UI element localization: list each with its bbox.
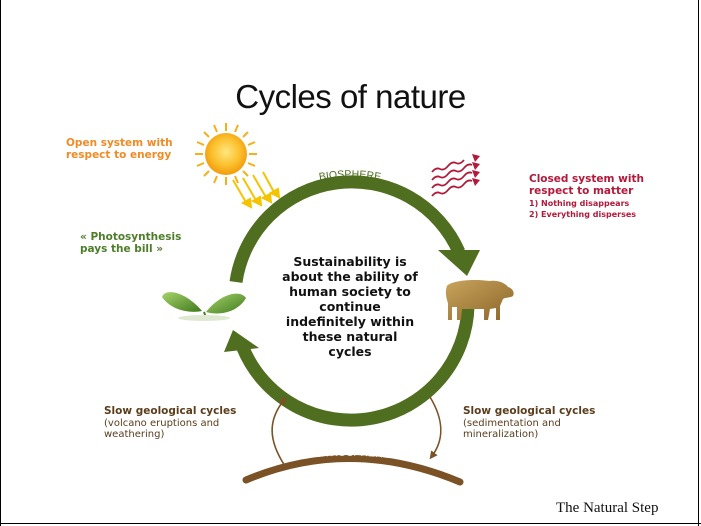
lithosphere-band [242, 455, 464, 486]
geo-right-heading: Slow geological cycles [463, 405, 596, 417]
lower-cycle-arrowhead [224, 330, 259, 352]
biosphere-arc [229, 175, 465, 283]
sunlight-rays [232, 171, 281, 209]
lower-cycle-arc [237, 305, 475, 427]
geo-right-detail-1: (sedimentation and [463, 417, 561, 429]
photosynthesis-line-1: « Photosynthesis [80, 231, 182, 243]
slide-border-bottom [0, 523, 701, 524]
geo-arrow-right [429, 396, 442, 460]
slide-border-left [0, 0, 1, 526]
center-line-4: continue [319, 299, 381, 314]
slide-border-right [698, 0, 699, 526]
heat-waves-icon [431, 154, 480, 197]
closed-system-item-1: 1) Nothing disappears [529, 198, 630, 208]
sustainability-statement: Sustainability is about the ability of h… [275, 254, 425, 359]
biosphere-arrowhead [438, 250, 480, 276]
center-line-2: about the ability of [282, 269, 418, 284]
biosphere-label-shape: BIOSPHERE [318, 168, 382, 183]
closed-system-item-2: 2) Everything disperses [529, 210, 637, 220]
center-line-1: Sustainability is [293, 254, 407, 269]
cow-icon [445, 279, 514, 320]
open-system-energy-note: Open system with respect to energy [66, 137, 173, 162]
geo-left-detail-2: weathering) [104, 428, 165, 440]
sun-icon [195, 123, 257, 185]
open-system-line-1: Open system with [66, 137, 173, 149]
closed-system-line-2: respect to matter [529, 184, 634, 197]
geo-right-detail-2: mineralization) [463, 428, 539, 440]
center-line-7: cycles [328, 344, 372, 359]
geo-left-heading: Slow geological cycles [104, 405, 237, 417]
biosphere-label: BIOSPHERE [318, 168, 382, 183]
closed-system-matter-note: Closed system with respect to matter 1) … [529, 173, 644, 221]
geo-cycles-left-note: Slow geological cycles (volcano eruption… [104, 405, 237, 440]
center-line-5: indefinitely within [285, 314, 415, 329]
leaves-icon [162, 292, 246, 321]
geo-left-detail-1: (volcano eruptions and [104, 417, 220, 429]
open-system-line-2: respect to energy [66, 148, 172, 161]
photosynthesis-line-2: pays the bill » [80, 242, 164, 255]
closed-system-line-1: Closed system with [529, 173, 644, 185]
lithosphere-label: LITHOSPHERE [315, 447, 391, 461]
geo-arrow-left [271, 396, 287, 467]
lithosphere-label-shape: LITHOSPHERE [315, 447, 391, 461]
photosynthesis-note: « Photosynthesis pays the bill » [80, 231, 182, 256]
credit-text: The Natural Step [556, 500, 659, 516]
center-line-6: these natural [302, 329, 398, 344]
center-line-3: human society to [289, 284, 411, 299]
slide-title: Cycles of nature [235, 78, 466, 115]
geo-cycles-right-note: Slow geological cycles (sedimentation an… [463, 405, 596, 440]
